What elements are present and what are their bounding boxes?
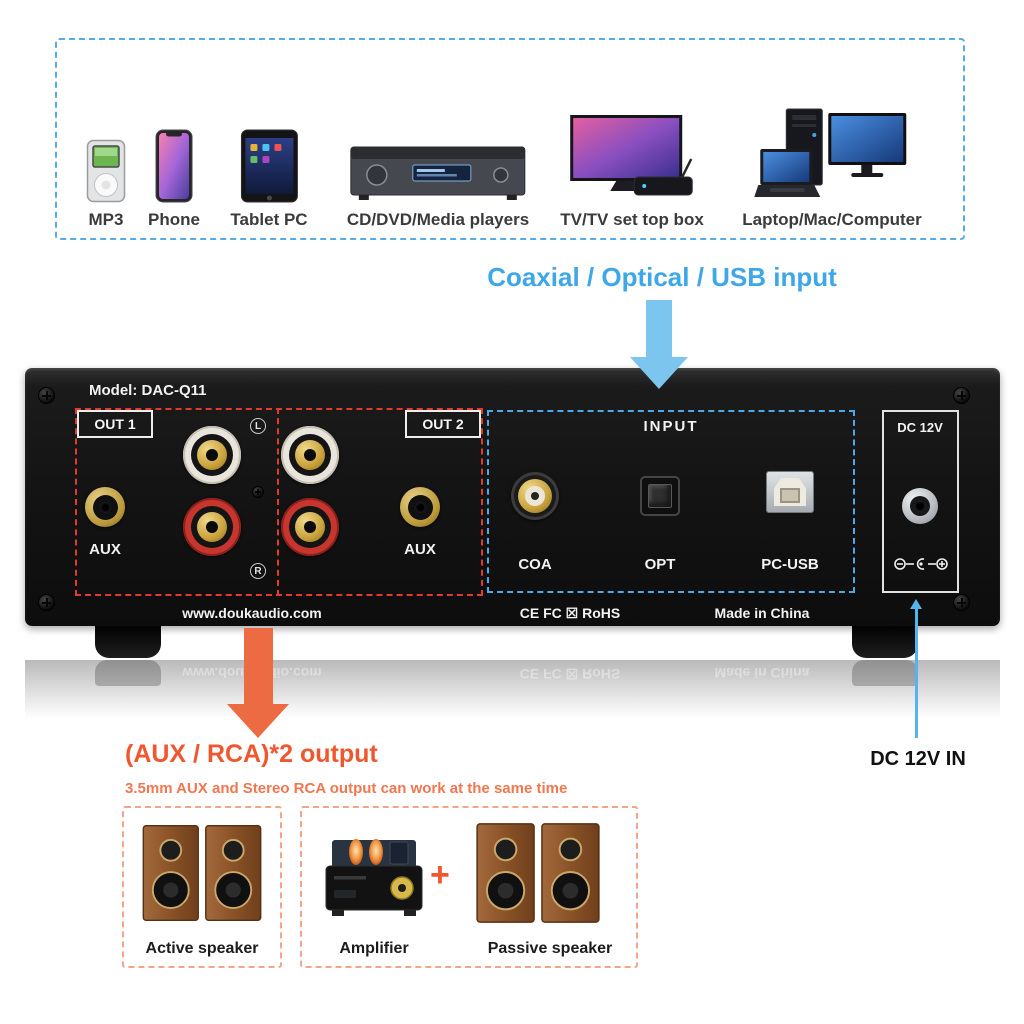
output-zone-outline <box>75 408 483 596</box>
usb-label: PC-USB <box>761 556 819 573</box>
active-speaker-icon <box>142 824 262 922</box>
rca-jack-white-right <box>281 426 339 484</box>
panel-screw-bottom-right <box>953 594 970 611</box>
device-label-cd-player: CD/DVD/Media players <box>346 210 530 229</box>
out1-label: OUT 1 <box>77 410 153 438</box>
phone-icon <box>155 129 193 203</box>
model-label: Model: DAC-Q11 <box>89 382 207 399</box>
passive-speaker-icon <box>476 823 600 923</box>
device-label-phone: Phone <box>148 210 200 229</box>
output-down-arrow-head <box>227 704 289 738</box>
tv-icon <box>570 115 693 196</box>
output-down-arrow <box>244 628 273 704</box>
dc-power-jack <box>902 488 938 524</box>
input-down-arrow <box>646 300 672 357</box>
dc-pointer-arrowhead <box>910 599 922 609</box>
dc-power-zone: DC 12V <box>882 410 959 593</box>
center-screw <box>252 486 264 498</box>
device-phone: Phone <box>148 129 200 230</box>
coaxial-input-jack <box>511 472 559 520</box>
device-label-mp3: MP3 <box>88 210 124 229</box>
computer-icon <box>754 108 907 197</box>
output-callout-heading: (AUX / RCA)*2 output <box>125 740 378 768</box>
input-callout-heading: Coaxial / Optical / USB input <box>487 262 837 292</box>
aux-jack-ring <box>85 487 125 527</box>
optical-input-port <box>640 476 680 516</box>
device-tablet: Tablet PC <box>230 129 308 230</box>
aux-left-label: AUX <box>89 541 121 558</box>
device-computer: Laptop/Mac/Computer <box>742 107 922 230</box>
source-devices-box: MP3 Phone Tablet PC <box>55 38 965 240</box>
input-down-arrow-head <box>630 357 688 389</box>
rca-jack-white-left <box>183 426 241 484</box>
input-section-label: INPUT <box>643 418 699 435</box>
panel-reflection: www.doukaudio.com CE FC ☒ RoHS Made in C… <box>25 660 1000 726</box>
dac-back-panel: Model: DAC-Q11 OUT 1 OUT 2 L R AUX AUX <box>25 368 1000 626</box>
amplifier-passive-speaker-box: + Amplifier Passive speaker <box>300 806 638 968</box>
dc-in-label: DC 12V IN <box>870 748 966 770</box>
panel-screw-top-right <box>953 387 970 404</box>
certs-reflection: CE FC ☒ RoHS <box>519 666 621 682</box>
amplifier-icon <box>325 839 423 916</box>
plus-sign: + <box>430 856 450 894</box>
output-zone-divider <box>277 408 279 596</box>
device-label-computer: Laptop/Mac/Computer <box>742 210 922 229</box>
certification-marks: CE FC ☒ RoHS <box>519 605 621 621</box>
cd-player-icon <box>350 146 526 200</box>
active-speaker-label: Active speaker <box>145 940 259 957</box>
opt-label: OPT <box>644 556 676 573</box>
device-label-tv: TV/TV set top box <box>560 210 704 229</box>
polarity-icon <box>894 558 948 570</box>
device-foot-right <box>852 620 918 658</box>
active-speaker-box: Active speaker <box>122 806 282 968</box>
usb-b-input-port <box>766 471 814 513</box>
left-channel-mark: L <box>250 418 266 434</box>
aux-jack-left <box>85 487 125 527</box>
origin-text: Made in China <box>714 605 810 621</box>
device-label-tablet: Tablet PC <box>230 210 308 229</box>
aux-jack-right <box>400 487 440 527</box>
foot-reflection-right <box>852 660 918 686</box>
device-tv: TV/TV set top box <box>560 113 704 230</box>
device-cd-player: CD/DVD/Media players <box>347 141 529 230</box>
out2-label: OUT 2 <box>405 410 481 438</box>
panel-screw-top-left <box>38 387 55 404</box>
device-mp3: MP3 <box>86 139 126 230</box>
output-callout-subheading: 3.5mm AUX and Stereo RCA output can work… <box>125 780 568 797</box>
aux-right-label: AUX <box>404 541 436 558</box>
passive-speaker-label: Passive speaker <box>487 940 613 957</box>
input-zone-outline <box>487 410 855 593</box>
origin-reflection: Made in China <box>714 665 810 681</box>
dc-pointer-line <box>915 608 918 738</box>
device-foot-left <box>95 620 161 658</box>
foot-reflection-left <box>95 660 161 686</box>
right-channel-mark: R <box>250 563 266 579</box>
dc-label: DC 12V <box>897 420 943 435</box>
tablet-icon <box>240 129 298 203</box>
rca-jack-red-left <box>183 498 241 556</box>
mp3-player-icon <box>86 139 126 203</box>
rca-jack-red-right <box>281 498 339 556</box>
panel-screw-bottom-left <box>38 594 55 611</box>
aux-jack-ring <box>400 487 440 527</box>
amplifier-label: Amplifier <box>339 940 409 957</box>
website-text: www.doukaudio.com <box>182 605 322 621</box>
coa-label: COA <box>518 556 552 573</box>
